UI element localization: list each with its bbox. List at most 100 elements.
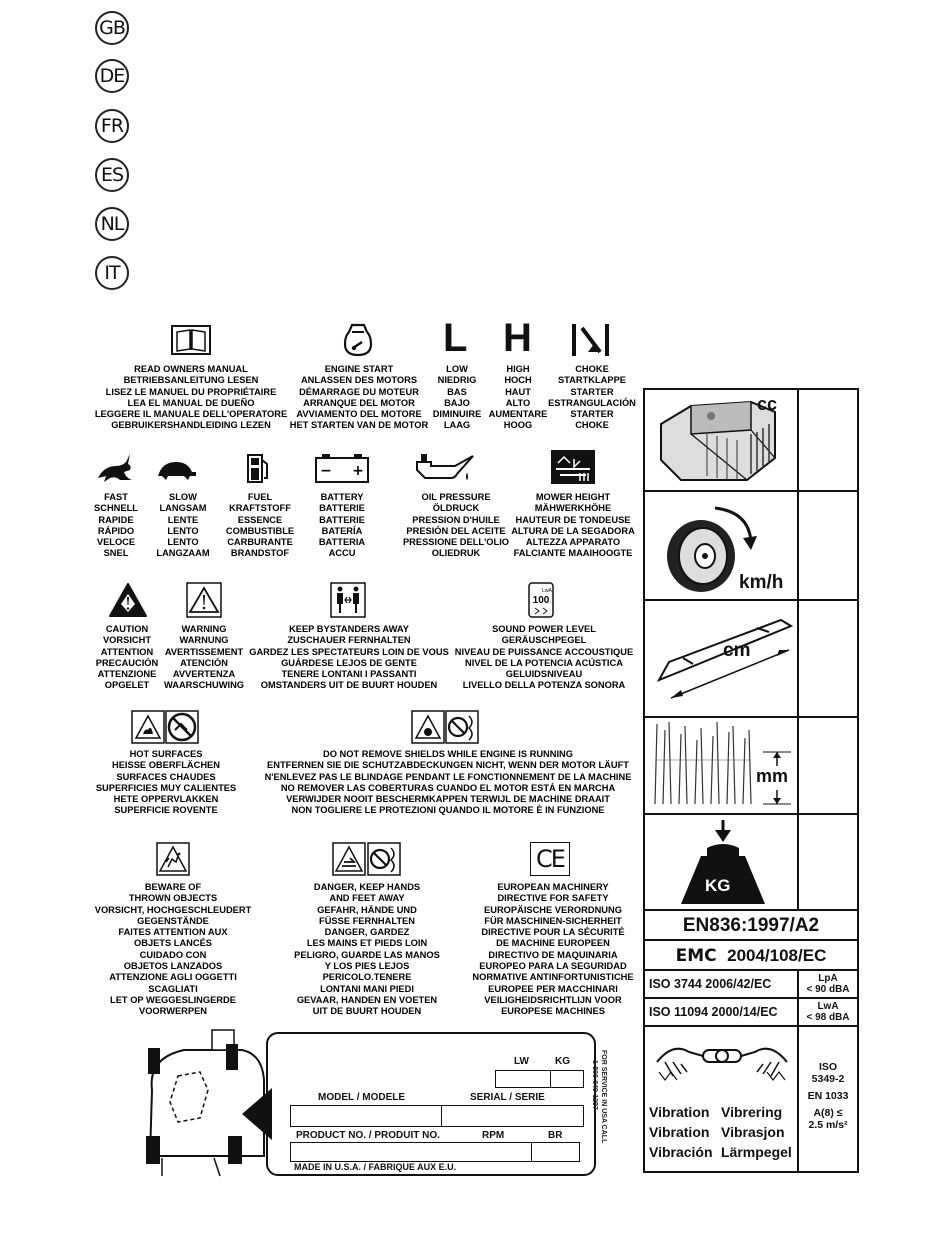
low-letter-icon: L [443,316,468,360]
battery-plus-glyph: + [352,463,364,479]
vibration-word-fr: Vibration [649,1124,710,1140]
vibration-word-es: Vibración [649,1144,713,1160]
plate-model-field [290,1105,442,1127]
lwa-cell: LwA < 98 dBA [799,1001,857,1023]
caution-icon [109,583,147,617]
vibration-word-se: Vibrering [721,1104,783,1120]
vibration-word-en: Vibration [649,1104,710,1120]
panel-divider [797,390,799,909]
hot-surfaces-icon [131,710,199,744]
wheel-icon [667,506,757,592]
iso-5349-label: ISO 5349-2 [811,1061,845,1085]
ce-mark-icon: CE [530,842,570,876]
weight-icon [681,820,765,904]
fuel-pump-icon [247,454,268,483]
emc-label: EMC [675,946,717,966]
lang-badge-de: DE [95,59,129,93]
shields-text: DO NOT REMOVE SHIELDS WHILE ENGINE IS RU… [264,749,632,816]
iso-3744-label: ISO 3744 2006/42/EC [649,977,772,991]
sound-value-text: 100 [533,595,550,606]
plate-lw-field [495,1070,551,1088]
iso-3744-divider [797,971,799,997]
vibration-word-se2: Lärmpegel [721,1144,792,1160]
thrown-objects-icon [156,842,190,876]
warning-icon [186,582,222,618]
plate-model-label: MODEL / MODELE [318,1092,406,1103]
blade-row [645,599,857,718]
blade-unit-label: cm [723,640,751,661]
iso-11094-row: ISO 11094 2000/14/EC LwA < 98 dBA [645,999,857,1027]
book-icon [171,325,211,355]
plate-service-text: FOR SERVICE IN USA CALL 1-800-849-1297 [591,1050,607,1144]
sound-power-icon: 100 LwA [528,582,554,618]
speed-unit-label: km/h [739,572,784,593]
weight-row [645,813,857,911]
iso-3744-row: ISO 3744 2006/42/EC LpA < 90 dBA [645,971,857,999]
engine-icon [660,400,776,481]
plate-lw-label: LW [514,1056,529,1067]
plate-serial-field [441,1105,584,1127]
plate-rpm-label: RPM [482,1130,505,1141]
sound-unit-text: LwA [542,588,552,594]
emc-value: 2004/108/EC [727,946,827,965]
en-1033-label: EN 1033 [807,1090,849,1102]
plate-kg-field [550,1070,584,1088]
plate-br-field [531,1142,580,1162]
vibration-word-no: Vibrasjon [721,1124,785,1140]
lang-badge-it: IT [95,256,129,290]
mower-height-icon [551,450,595,484]
lang-badge-gb: GB [95,11,129,45]
vibration-divider [797,1027,799,1173]
rabbit-fast-icon [98,454,132,482]
lang-badge-es: ES [95,158,129,192]
spec-panel: cc km/h cm mm KG EN836:1997/A2 EMC [643,388,859,1173]
battery-icon: − + [315,454,369,483]
lpa-cell: LpA < 90 dBA [799,973,857,995]
plate-product-field [290,1142,532,1162]
vibration-hands-icon [656,1047,788,1081]
iso-11094-divider [797,999,799,1025]
choke-icon [572,324,609,356]
cut-height-row [645,716,857,815]
height-unit-label: mm [756,766,789,786]
bystanders-icon [330,582,366,618]
lpa-value: < 90 dBA [806,984,850,995]
engine-start-icon [343,323,373,357]
iso-11094-label: ISO 11094 2000/14/EC [649,1005,778,1019]
weight-label: KG [705,876,731,895]
en836-standard: EN836:1997/A2 [645,911,857,941]
battery-minus-glyph: − [320,463,332,479]
lang-badge-nl: NL [95,207,129,241]
emc-row: EMC 2004/108/EC [645,941,857,971]
plate-br-label: BR [548,1130,563,1141]
lwa-value: < 98 dBA [806,1012,850,1023]
serial-plate: LW KG MODEL / MODELE SERIAL / SERIE PROD… [266,1032,607,1176]
engine-cc-row [645,390,857,492]
turtle-slow-icon [158,462,196,480]
oil-can-icon [416,454,474,480]
hands-feet-icon [332,842,401,876]
plate-product-label: PRODUCT NO. / PRODUIT NO. [296,1130,440,1141]
grass-height-icon [654,721,791,805]
speed-row [645,490,857,601]
plate-serial-label: SERIAL / SERIE [470,1092,545,1103]
plate-made-in: MADE IN U.S.A. / FABRIQUE AUX E.U. [294,1162,457,1172]
